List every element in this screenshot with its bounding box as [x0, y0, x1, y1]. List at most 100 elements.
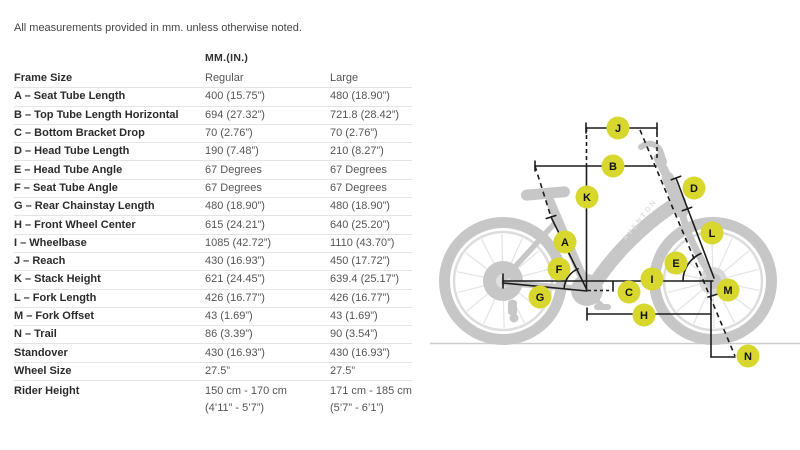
svg-text:B: B [609, 161, 617, 173]
cell-regular: 430 (16.93”) [205, 255, 265, 268]
table-row: F – Seat Tube Angle 67 Degrees 67 Degrees [14, 180, 412, 199]
svg-text:M: M [723, 285, 732, 297]
head-angle-arc [682, 252, 702, 282]
row-label: G – Rear Chainstay Length [14, 200, 155, 213]
cell-large: 27.5” [330, 364, 356, 377]
marker-L: L [700, 221, 724, 245]
svg-text:C: C [625, 287, 633, 299]
svg-text:K: K [583, 192, 591, 204]
table-row: J – Reach 430 (16.93”) 450 (17.72”) [14, 253, 412, 272]
cell-large: 480 (18.90”) [330, 200, 390, 213]
fork-offset-tick [707, 293, 719, 298]
fork-length-line [675, 177, 715, 279]
row-label: J – Reach [14, 255, 66, 268]
svg-text:G: G [536, 292, 545, 304]
marker-G: G [528, 285, 552, 309]
marker-F: F [547, 257, 571, 281]
fork [678, 208, 717, 283]
marker-B: B [601, 154, 625, 178]
handlebar [638, 140, 667, 165]
diagram-markers: A B C D E F G H I J K L M N [528, 116, 760, 368]
measurement-lines [502, 122, 736, 358]
cell-large: 67 Degrees [330, 181, 387, 194]
marker-A: A [553, 230, 577, 254]
marker-C: C [617, 280, 641, 304]
stem [653, 153, 672, 181]
cell-regular: 86 (3.39”) [205, 328, 253, 341]
derailleur [508, 300, 517, 315]
row-label: E – Head Tube Angle [14, 163, 123, 176]
cell-large: 639.4 (25.17”) [330, 273, 400, 286]
cell-large: 43 (1.69”) [330, 310, 378, 322]
seat-angle-arc [563, 268, 579, 289]
svg-text:J: J [615, 123, 621, 135]
table-row: N – Trail 86 (3.39”) 90 (3.54”) [14, 326, 412, 345]
cell-regular: 400 (15.75”) [205, 90, 265, 103]
table-row: E – Head Tube Angle 67 Degrees 67 Degrees [14, 161, 412, 180]
row-label: D – Head Tube Length [14, 145, 130, 158]
table-row: M – Fork Offset 43 (1.69”) 43 (1.69”) [14, 308, 412, 327]
cell-regular: 1085 (42.72”) [205, 236, 272, 249]
cell-regular: 426 (16.77”) [205, 291, 265, 304]
table-row: G – Rear Chainstay Length 480 (18.90”) 480… [14, 198, 412, 217]
cell-large: 1110 (43.70”) [330, 236, 395, 249]
cell-large: 171 cm - 185 cm (5’7” - 6’1”) [330, 385, 412, 415]
svg-text:N: N [744, 351, 752, 363]
marker-N: N [736, 344, 760, 368]
head-tube [662, 172, 688, 218]
cell-regular: 43 (1.69”) [205, 310, 253, 322]
cell-regular: 67 Degrees [205, 181, 262, 194]
measurements-note: All measurements provided in mm. unless … [14, 22, 302, 34]
pedal [594, 304, 611, 310]
svg-text:I: I [650, 274, 653, 286]
svg-text:L: L [709, 228, 716, 240]
cell-regular: 150 cm - 170 cm (4’11” - 5’7”) [205, 385, 287, 415]
row-label: I – Wheelbase [14, 236, 87, 249]
cell-large: 210 (8.27”) [330, 145, 384, 158]
cell-large: 640 (25.20”) [330, 218, 390, 231]
svg-text:E: E [672, 258, 679, 270]
row-label: Rider Height [14, 385, 80, 398]
seat-stay [501, 220, 558, 282]
marker-J: J [606, 116, 630, 140]
cell-large: 430 (16.93”) [330, 346, 390, 359]
cell-large: 90 (3.54”) [330, 328, 378, 341]
cell-regular: 480 (18.90”) [205, 200, 265, 213]
rear-wheel [439, 217, 567, 345]
seat-tube-line [550, 216, 588, 291]
table-row: Rider Height 150 cm - 170 cm (4’11” - 5’7… [14, 381, 412, 420]
svg-text:A: A [561, 237, 569, 249]
row-label: M – Fork Offset [14, 310, 95, 322]
saddle [521, 186, 570, 201]
cell-large: 721.8 (28.42”) [330, 108, 400, 121]
marker-I: I [640, 267, 664, 291]
row-label: N – Trail [14, 328, 57, 341]
table-row: A – Seat Tube Length 400 (15.75”) 480 (18.… [14, 88, 412, 107]
cell-regular: 694 (27.32”) [205, 108, 265, 121]
marker-H: H [632, 303, 656, 327]
cell-large: 480 (18.90”) [330, 90, 390, 103]
cell-regular: 430 (16.93”) [205, 346, 265, 359]
marker-D: D [682, 176, 706, 200]
row-label: C – Bottom Bracket Drop [14, 127, 145, 140]
cell-large: 450 (17.72”) [330, 255, 390, 268]
cell-large: 67 Degrees [330, 163, 387, 176]
cell-regular: Regular [205, 72, 244, 85]
cell-regular: 67 Degrees [205, 163, 262, 176]
row-label: K – Stack Height [14, 273, 101, 286]
marker-E: E [664, 251, 688, 275]
row-label: F – Seat Tube Angle [14, 181, 118, 194]
cell-large: 426 (16.77”) [330, 291, 390, 304]
row-label: A – Seat Tube Length [14, 90, 126, 103]
svg-text:F: F [556, 264, 563, 276]
